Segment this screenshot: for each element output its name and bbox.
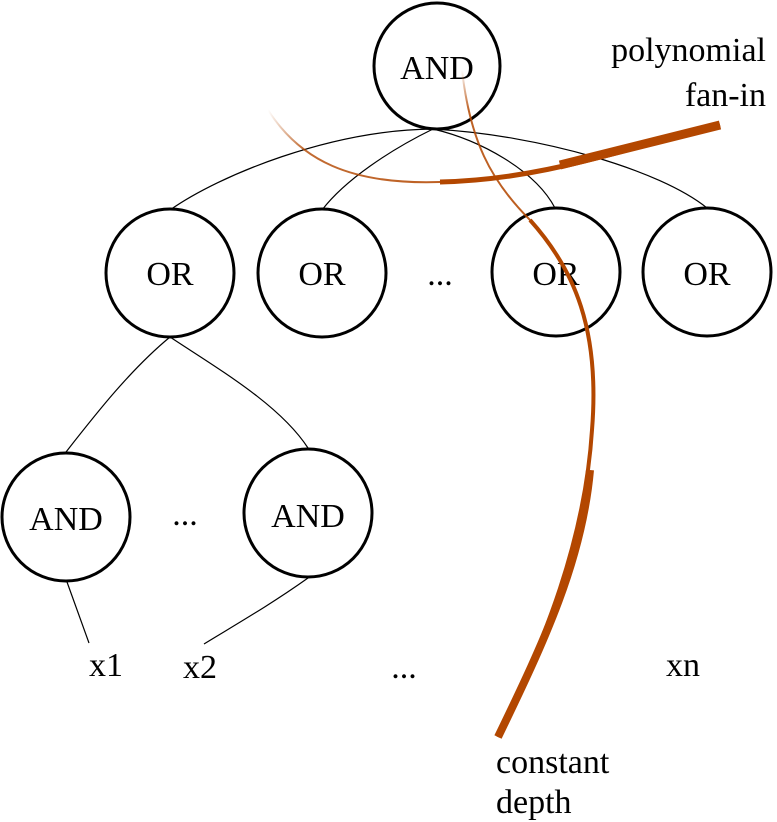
node-label: OR bbox=[298, 256, 346, 293]
node-or-4: OR bbox=[641, 206, 773, 338]
edge-or-1-and-2 bbox=[169, 336, 309, 449]
node-label: AND bbox=[400, 50, 474, 87]
depth-curve bbox=[461, 69, 596, 739]
input-edges bbox=[66, 577, 309, 645]
edge-root-or-1 bbox=[169, 128, 434, 211]
node-and-2: AND bbox=[242, 447, 374, 579]
node-label: OR bbox=[683, 256, 731, 293]
input-ellipsis: ... bbox=[391, 649, 417, 686]
node-or-2: OR bbox=[256, 207, 388, 339]
input-xn: xn bbox=[666, 647, 700, 684]
or-edges bbox=[65, 336, 309, 453]
fan-in-label-line1: polynomial bbox=[611, 32, 766, 69]
root-edges bbox=[169, 128, 708, 211]
input-x1: x1 bbox=[89, 647, 123, 684]
edge-or-1-and-1 bbox=[65, 336, 171, 453]
edge-root-or-3 bbox=[432, 128, 556, 209]
depth-label-line1: constant bbox=[496, 744, 610, 781]
edge-and-2-x2 bbox=[203, 577, 309, 645]
node-label: AND bbox=[29, 501, 103, 538]
fan-in-curve bbox=[267, 109, 722, 185]
node-and-1: AND bbox=[0, 451, 132, 583]
or-ellipsis: ... bbox=[427, 256, 453, 293]
edge-root-or-2 bbox=[321, 128, 434, 211]
and-ellipsis: ... bbox=[172, 496, 198, 533]
node-label: AND bbox=[271, 498, 345, 535]
node-or-3: OR bbox=[490, 206, 622, 338]
edge-and-1-x1 bbox=[66, 581, 90, 644]
node-label: OR bbox=[146, 256, 194, 293]
input-x2: x2 bbox=[183, 649, 217, 686]
depth-label-line2: depth bbox=[496, 784, 572, 821]
node-root-and: AND bbox=[372, 1, 502, 131]
node-or-1: OR bbox=[104, 207, 236, 339]
fan-in-label-line2: fan-in bbox=[685, 77, 766, 114]
